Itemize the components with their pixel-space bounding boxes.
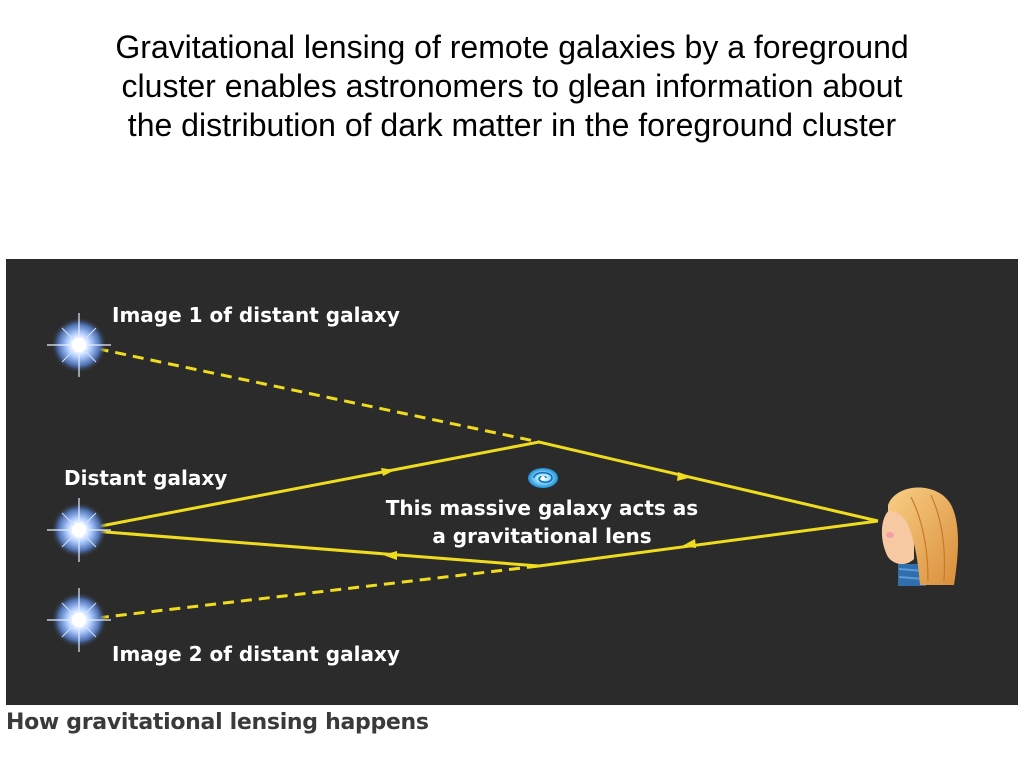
label-image2: Image 2 of distant galaxy bbox=[112, 642, 400, 666]
label-lens-line1: This massive galaxy acts as bbox=[386, 496, 698, 520]
star-icon bbox=[47, 588, 111, 652]
title-line: Gravitational lensing of remote galaxies… bbox=[115, 29, 909, 65]
light-ray-upper bbox=[79, 440, 879, 532]
arrow-icon bbox=[381, 468, 395, 476]
diagram-background bbox=[6, 259, 1018, 705]
apparent-ray-image2 bbox=[79, 564, 540, 622]
label-distant-galaxy: Distant galaxy bbox=[64, 466, 227, 490]
label-lens-line2: a gravitational lens bbox=[432, 524, 651, 548]
spiral-galaxy-icon bbox=[528, 468, 558, 488]
arrow-icon bbox=[682, 539, 696, 548]
observer-icon bbox=[881, 487, 958, 586]
label-image1: Image 1 of distant galaxy bbox=[112, 303, 400, 327]
diagram-caption: How gravitational lensing happens bbox=[6, 710, 429, 735]
title-line: the distribution of dark matter in the f… bbox=[127, 107, 897, 143]
title-line: cluster enables astronomers to glean inf… bbox=[121, 68, 903, 104]
lensing-diagram: Image 1 of distant galaxy Distant galaxy… bbox=[6, 259, 1018, 705]
arrow-icon bbox=[383, 551, 397, 560]
apparent-ray-image1 bbox=[79, 343, 540, 444]
light-ray-lower bbox=[79, 519, 879, 568]
star-icon bbox=[47, 313, 111, 377]
slide-title: Gravitational lensing of remote galaxies… bbox=[0, 28, 1024, 145]
arrow-icon bbox=[677, 472, 692, 481]
star-icon bbox=[47, 498, 111, 562]
